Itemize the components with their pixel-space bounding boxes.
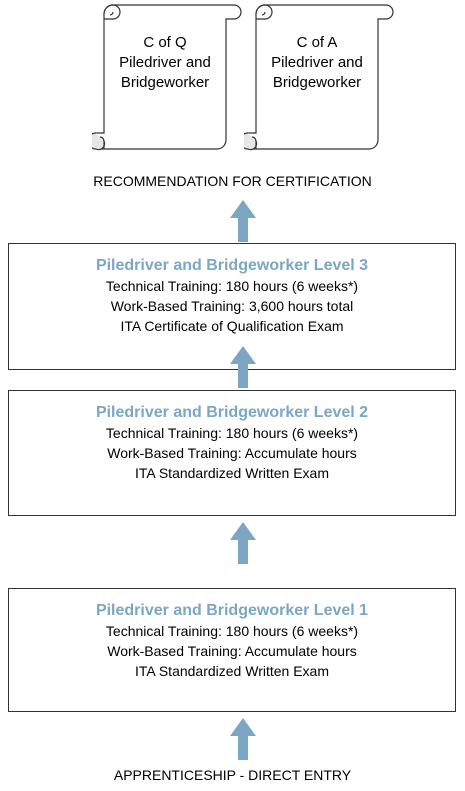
- level-2-work: Work-Based Training: Accumulate hours: [107, 445, 357, 461]
- level-2-exam: ITA Standardized Written Exam: [134, 465, 329, 481]
- up-arrow-icon: [230, 522, 256, 564]
- level-3-work: Work-Based Training: 3,600 hours total: [110, 298, 354, 314]
- certificate-text-cofa: C of A Piledriver and Bridgeworker: [257, 33, 377, 93]
- up-arrow-icon: [230, 346, 256, 388]
- certificate-text-cofq: C of Q Piledriver and Bridgeworker: [105, 33, 225, 93]
- level-2-box: Piledriver and Bridgeworker Level 2 Tech…: [8, 390, 456, 516]
- level-2-title: Piledriver and Bridgeworker Level 2: [95, 404, 369, 421]
- certificate-line: Bridgeworker: [272, 74, 362, 91]
- certificate-scroll-cofq: C of Q Piledriver and Bridgeworker: [92, 2, 242, 152]
- certification-caption: RECOMMENDATION FOR CERTIFICATION: [93, 173, 372, 189]
- scroll-icon: [244, 4, 394, 151]
- up-arrow-icon: [230, 200, 256, 242]
- level-1-technical: Technical Training: 180 hours (6 weeks*): [105, 623, 359, 639]
- level-1-title: Piledriver and Bridgeworker Level 1: [95, 602, 369, 619]
- entry-caption: APPRENTICESHIP - DIRECT ENTRY: [113, 767, 352, 783]
- certificate-line: C of A: [296, 34, 338, 51]
- certificate-line: Piledriver and: [119, 54, 211, 71]
- level-3-exam: ITA Certificate of Qualification Exam: [120, 318, 344, 334]
- level-3-technical: Technical Training: 180 hours (6 weeks*): [105, 278, 359, 294]
- up-arrow-icon: [230, 718, 256, 760]
- level-1-box: Piledriver and Bridgeworker Level 1 Tech…: [8, 588, 456, 712]
- certificate-scroll-cofa: C of A Piledriver and Bridgeworker: [244, 2, 394, 152]
- certificate-line: C of Q: [143, 34, 187, 51]
- level-1-work: Work-Based Training: Accumulate hours: [107, 643, 357, 659]
- level-3-title: Piledriver and Bridgeworker Level 3: [95, 257, 369, 274]
- level-3-box: Piledriver and Bridgeworker Level 3 Tech…: [8, 243, 456, 370]
- level-1-exam: ITA Standardized Written Exam: [134, 663, 329, 679]
- level-2-technical: Technical Training: 180 hours (6 weeks*): [105, 425, 359, 441]
- certificate-line: Piledriver and: [271, 54, 363, 71]
- certificate-line: Bridgeworker: [120, 74, 210, 91]
- scroll-icon: [92, 4, 242, 151]
